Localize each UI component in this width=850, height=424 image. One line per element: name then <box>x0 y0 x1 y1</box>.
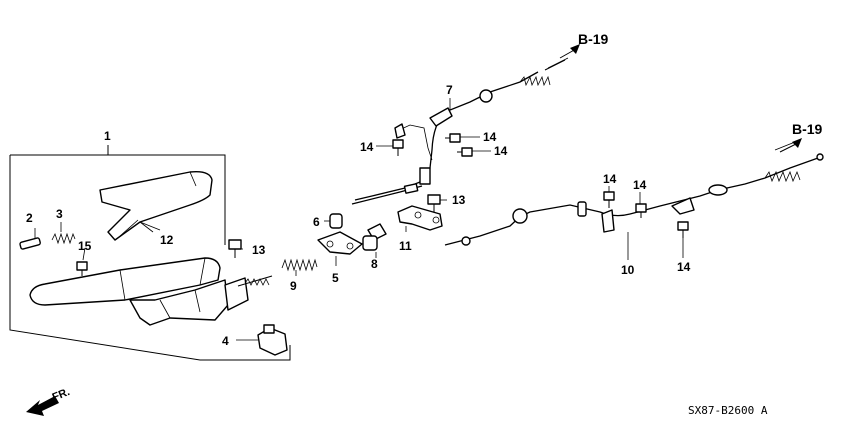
callout-14-e: 14 <box>633 178 647 192</box>
assembly-outline <box>9 145 291 361</box>
callout-1: 1 <box>104 129 111 143</box>
callout-14-f: 14 <box>677 260 691 274</box>
callout-8: 8 <box>371 257 378 271</box>
leader-lines <box>34 57 796 341</box>
part-5-equalizer <box>317 231 363 255</box>
part-9-spring <box>281 258 318 272</box>
callout-2: 2 <box>26 211 33 225</box>
callout-10: 10 <box>621 263 635 277</box>
part-13-bolt-left <box>228 239 242 258</box>
part-8-adjuster-nut <box>362 223 387 251</box>
callout-11: 11 <box>399 239 412 253</box>
callout-3: 3 <box>56 207 63 221</box>
part-15-screw <box>76 261 88 276</box>
front-arrow-icon <box>26 396 59 416</box>
callout-15: 15 <box>78 239 92 253</box>
callout-14-a: 14 <box>360 140 374 154</box>
part-4-switch <box>257 324 288 356</box>
callout-7: 7 <box>446 83 453 97</box>
callout-5: 5 <box>332 271 339 285</box>
part-7-cable-left <box>351 59 566 205</box>
callout-13-right: 13 <box>452 193 466 207</box>
front-label: FR. <box>51 386 72 404</box>
part-11-bracket <box>397 205 443 231</box>
callout-4: 4 <box>222 334 229 348</box>
parking-brake-lever <box>29 257 273 326</box>
callout-9: 9 <box>290 279 297 293</box>
callout-13-left: 13 <box>252 243 266 257</box>
part-2-pin <box>19 237 41 250</box>
callout-14-b: 14 <box>483 130 497 144</box>
callout-6: 6 <box>313 215 320 229</box>
callout-14-d: 14 <box>603 172 617 186</box>
part-6-pin <box>329 213 343 229</box>
ref-label-top: B-19 <box>578 31 609 47</box>
callout-14-c: 14 <box>494 144 508 158</box>
part-12-grip-cover <box>99 170 213 241</box>
callout-12: 12 <box>160 233 174 247</box>
part-10-cable-right <box>444 153 824 246</box>
ref-label-right: B-19 <box>792 121 823 137</box>
part-3-spring <box>51 232 76 245</box>
part-13-bolt-right <box>427 194 441 212</box>
ref-arrow-top <box>559 44 580 59</box>
ref-arrow-right <box>779 138 802 153</box>
diagram-code: SX87-B2600 A <box>688 404 768 417</box>
part-14-bolts-left <box>392 133 473 157</box>
